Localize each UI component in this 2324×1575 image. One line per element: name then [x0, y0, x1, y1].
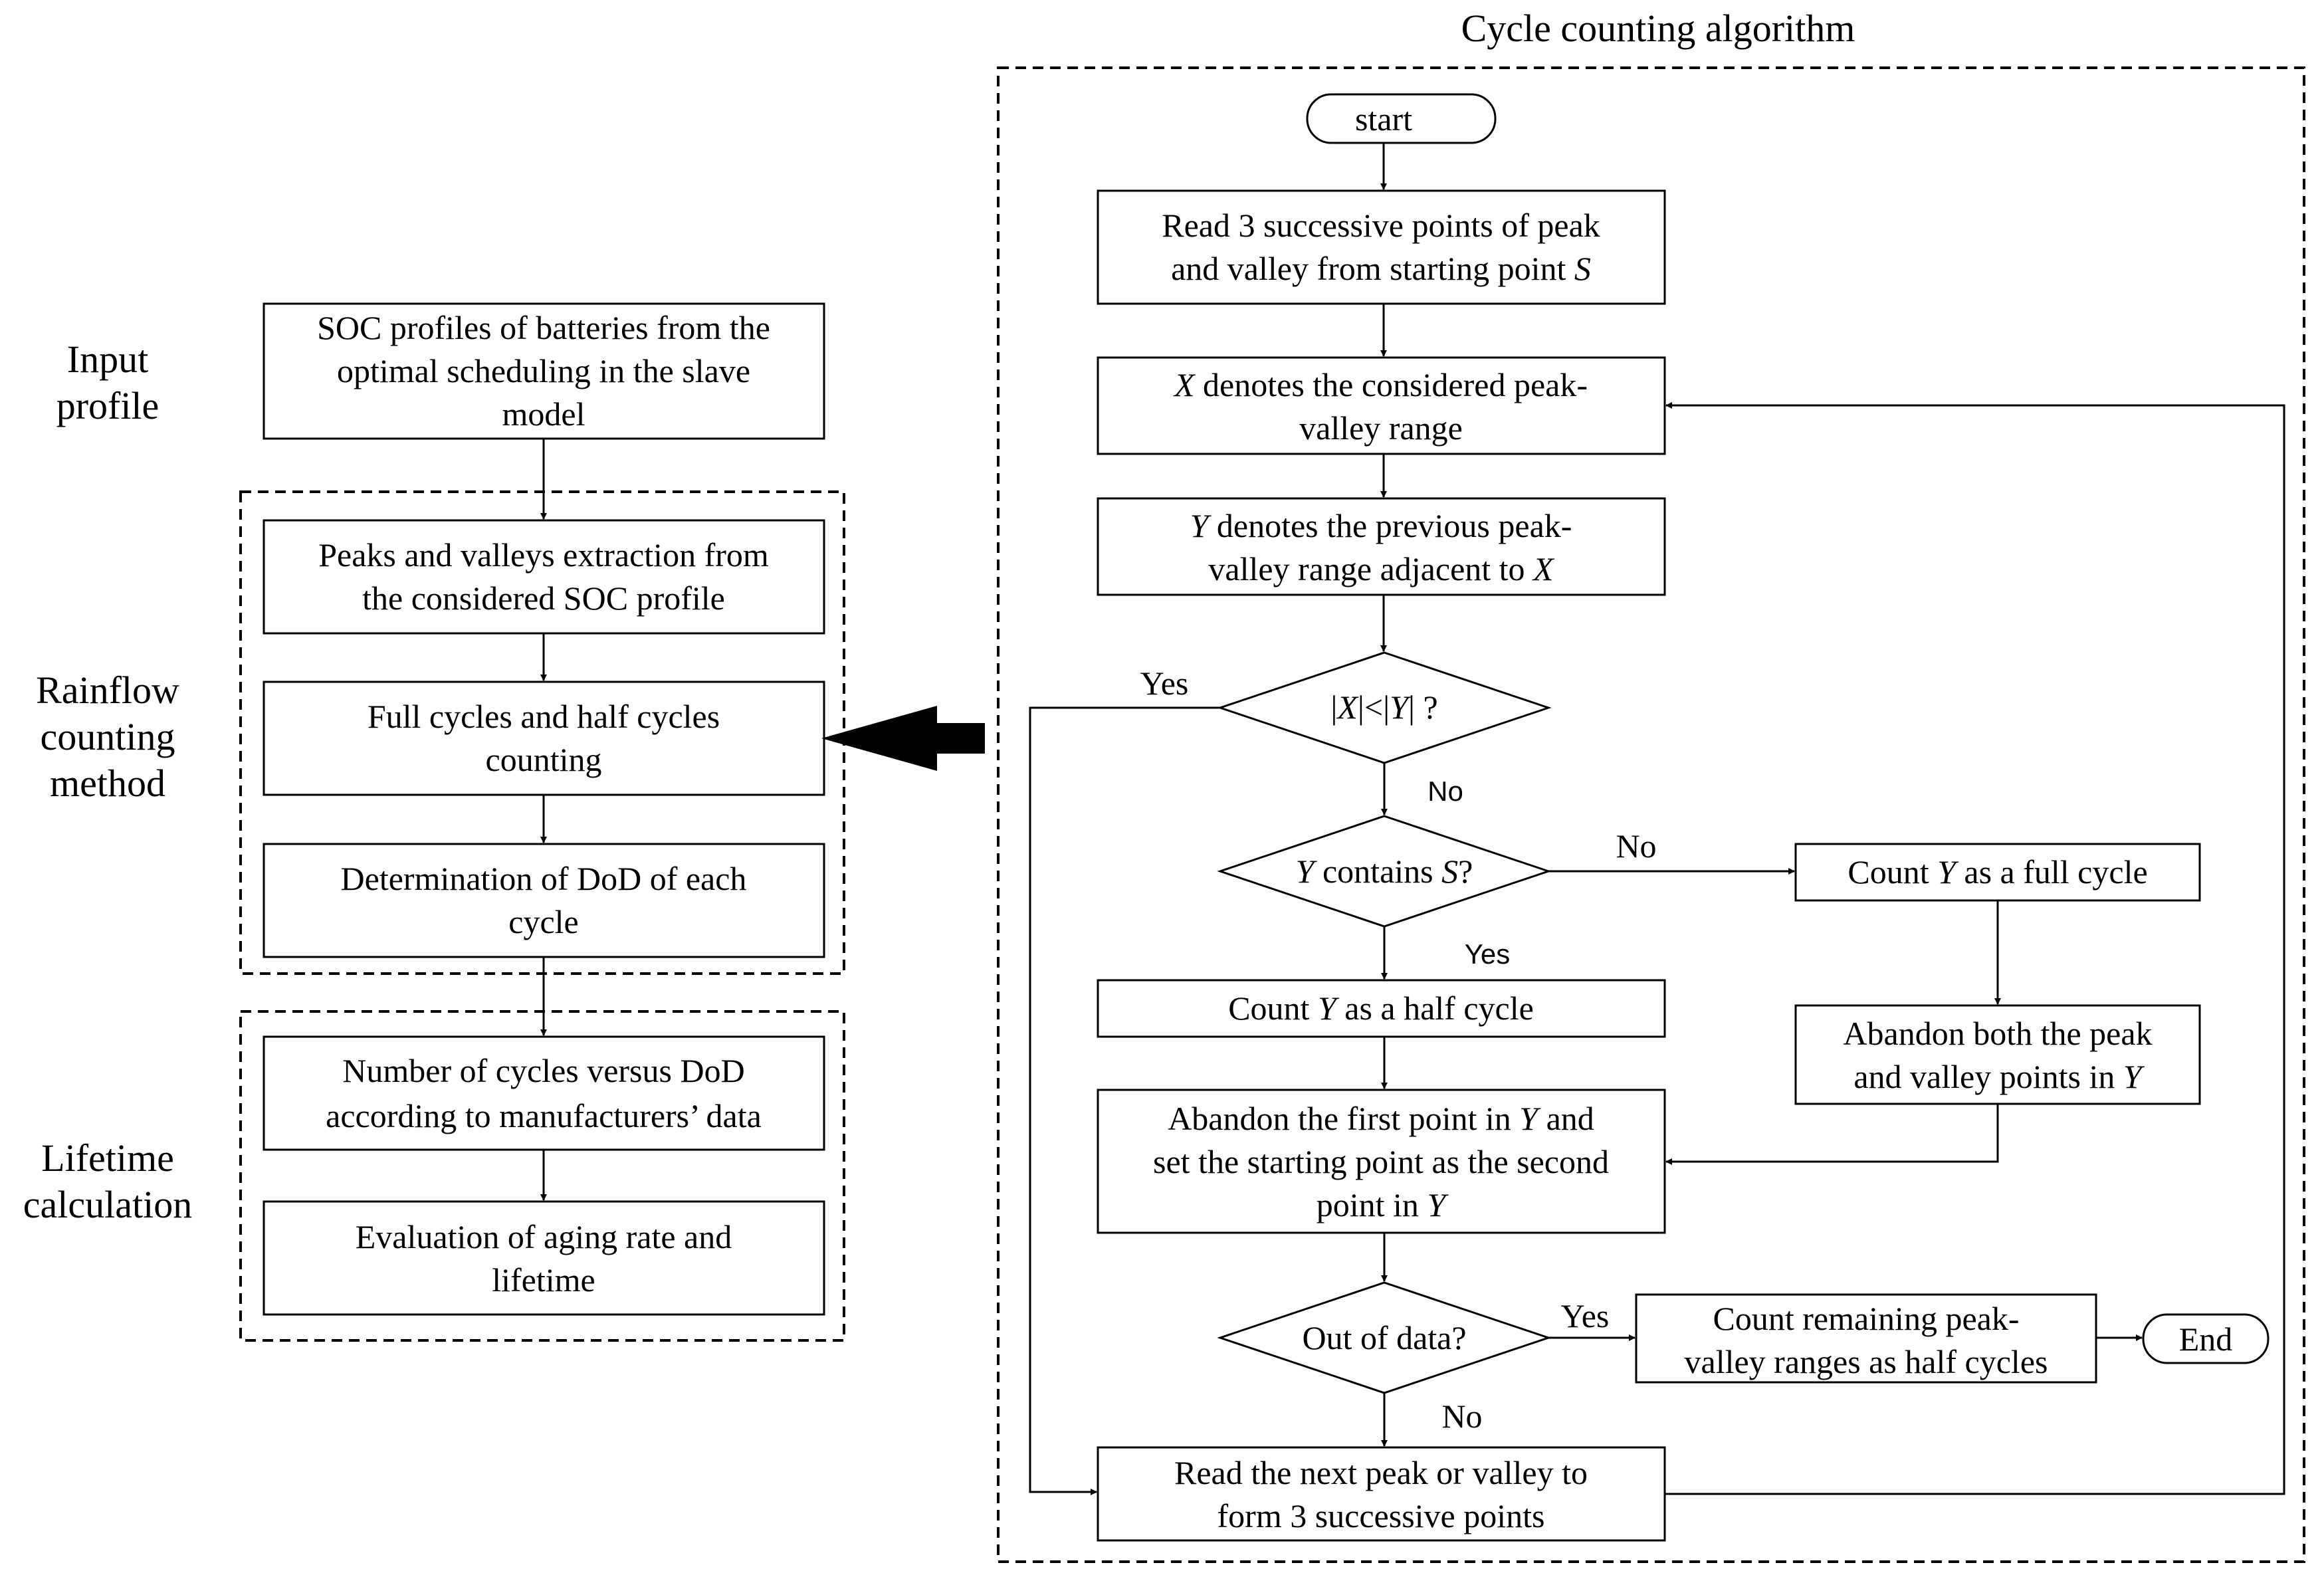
svg-text:Abandon both the peak: Abandon both the peak [1843, 1015, 2152, 1052]
svg-text:and valley from starting point: and valley from starting point S [1171, 250, 1591, 287]
arrow-loop-back [1665, 402, 2285, 1495]
box-number-of-cycles: Number of cycles versus DoD according to… [263, 1035, 825, 1151]
label-no-2: No [1616, 827, 1656, 865]
svg-text:SOC profiles of batteries from: SOC profiles of batteries from the [317, 309, 770, 346]
svg-text:lifetime: lifetime [492, 1261, 595, 1299]
svg-text:the considered SOC profile: the considered SOC profile [362, 579, 725, 617]
box-read-3-points: Read 3 successive points of peak and val… [1097, 189, 1666, 305]
box-count-remaining: Count remaining peak- valley ranges as h… [1635, 1293, 2097, 1384]
arrow-abandon-both-to-first [1665, 1104, 1999, 1165]
box-abandon-first: Abandon the first point in Y and set the… [1097, 1089, 1666, 1234]
label-rainflow-method: Rainflow counting method [36, 669, 179, 805]
big-link-arrow [821, 706, 985, 771]
svg-text:Determination of DoD of each: Determination of DoD of each [341, 860, 747, 897]
svg-text:set the starting point as the: set the starting point as the second [1153, 1143, 1609, 1180]
diagram-title: Cycle counting algorithm [1461, 7, 1855, 50]
svg-text:profile: profile [56, 384, 159, 427]
svg-text:Count Y as a half cycle: Count Y as a half cycle [1228, 990, 1534, 1027]
svg-text:model: model [502, 395, 585, 433]
svg-text:point in Y: point in Y [1317, 1186, 1449, 1223]
label-input-profile: Input profile [56, 338, 159, 427]
label-yes-1: Yes [1140, 665, 1189, 702]
box-peaks-extraction: Peaks and valleys extraction from the co… [263, 519, 825, 635]
svg-text:Count remaining peak-: Count remaining peak- [1713, 1300, 2020, 1337]
svg-text:|X|<|Y| ?: |X|<|Y| ? [1330, 688, 1437, 726]
svg-text:X denotes the considered peak-: X denotes the considered peak- [1173, 366, 1588, 403]
svg-text:according to manufacturers’ d: according to manufacturers’ data [326, 1097, 762, 1134]
box-full-half-cycles: Full cycles and half cycles counting [263, 681, 825, 796]
decision-y-contains-s: Y contains S? [1217, 815, 1552, 928]
svg-text:and valley points in Y: and valley points in Y [1853, 1058, 2145, 1095]
svg-text:Y contains S?: Y contains S? [1296, 853, 1473, 890]
svg-text:counting: counting [41, 715, 175, 758]
svg-text:valley range adjacent to X: valley range adjacent to X [1208, 550, 1555, 587]
node-start: start [1306, 93, 1497, 144]
svg-text:Input: Input [67, 338, 148, 381]
label-no-1: No [1427, 776, 1463, 807]
svg-text:Read 3 successive points of pe: Read 3 successive points of peak [1162, 207, 1600, 244]
box-abandon-both: Abandon both the peak and valley points … [1794, 1004, 2201, 1105]
label-yes-3: Yes [1561, 1297, 1610, 1334]
svg-text:valley ranges as half cycles: valley ranges as half cycles [1685, 1343, 2048, 1380]
svg-text:Count Y as a full cycle: Count Y as a full cycle [1848, 853, 2147, 891]
svg-text:Y denotes the previous peak-: Y denotes the previous peak- [1190, 507, 1572, 544]
label-lifetime-calculation: Lifetime calculation [23, 1136, 192, 1226]
svg-text:cycle: cycle [508, 903, 578, 940]
svg-text:End: End [2179, 1320, 2233, 1358]
svg-text:Out of data?: Out of data? [1302, 1319, 1466, 1356]
svg-text:start: start [1355, 100, 1412, 138]
box-y-denotes: Y denotes the previous peak- valley rang… [1097, 497, 1666, 596]
svg-text:method: method [50, 762, 165, 805]
svg-text:Evaluation of aging rate and: Evaluation of aging rate and [356, 1218, 732, 1255]
box-soc-profiles: SOC profiles of batteries from the optim… [263, 302, 825, 440]
svg-text:Abandon the first point in Y a: Abandon the first point in Y and [1168, 1100, 1594, 1137]
box-x-denotes: X denotes the considered peak- valley ra… [1097, 356, 1666, 455]
decision-x-less-y: |X|<|Y| ? [1217, 651, 1552, 764]
box-aging-evaluation: Evaluation of aging rate and lifetime [263, 1200, 825, 1316]
label-yes-2: Yes [1465, 938, 1511, 970]
arrow-cond1-yes [1029, 706, 1220, 1495]
svg-text:optimal scheduling in the slav: optimal scheduling in the slave [337, 352, 750, 389]
svg-text:counting: counting [486, 741, 602, 778]
box-count-half-cycle: Count Y as a half cycle [1097, 979, 1666, 1038]
box-dod-determination: Determination of DoD of each cycle [263, 843, 825, 958]
svg-text:Lifetime: Lifetime [41, 1136, 174, 1180]
svg-text:Full cycles and half cycles: Full cycles and half cycles [368, 698, 720, 735]
rainflow-group [239, 490, 845, 975]
box-count-full-cycle: Count Y as a full cycle [1794, 843, 2201, 902]
label-no-3: No [1441, 1398, 1482, 1435]
lifetime-group [239, 1010, 845, 1342]
svg-text:valley range: valley range [1299, 409, 1463, 447]
svg-text:Rainflow: Rainflow [36, 669, 179, 712]
svg-text:form 3 successive points: form 3 successive points [1217, 1497, 1545, 1534]
decision-out-of-data: Out of data? [1217, 1281, 1552, 1394]
svg-text:Number of cycles versus DoD: Number of cycles versus DoD [342, 1052, 744, 1089]
box-read-next: Read the next peak or valley to form 3 s… [1097, 1446, 1666, 1542]
svg-text:Peaks and valleys extraction f: Peaks and valleys extraction from [318, 536, 769, 574]
svg-text:calculation: calculation [23, 1183, 192, 1226]
node-end: End [2142, 1313, 2270, 1364]
svg-text:Read the next peak or valley t: Read the next peak or valley to [1174, 1454, 1588, 1491]
